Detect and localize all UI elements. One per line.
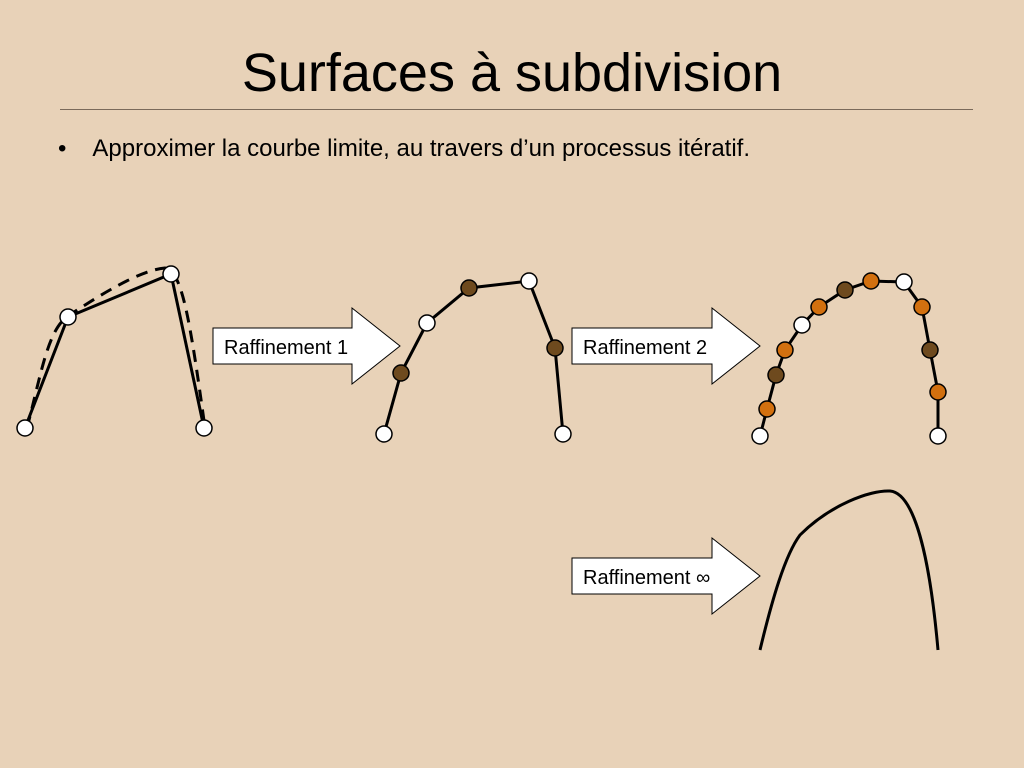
original-point (520, 272, 538, 290)
new-point-level-2 (758, 400, 776, 418)
stage-0-points (16, 265, 213, 437)
control-point (16, 419, 34, 437)
arrow-raffinement-infinity: Raffinement ∞ (571, 536, 761, 616)
arrow-shape (212, 306, 401, 386)
bullet-item: • Approximer la courbe limite, au traver… (58, 134, 750, 164)
slide-title: Surfaces à subdivision (241, 43, 783, 103)
original-point (793, 316, 811, 334)
arrow-shape (571, 306, 761, 386)
new-point-level-1 (836, 281, 854, 299)
arrow-label: Raffinement ∞ (583, 567, 710, 589)
new-point-level-2 (776, 341, 794, 359)
original-point (929, 427, 947, 445)
new-point (546, 339, 564, 357)
arrow-label: Raffinement 1 (224, 337, 348, 359)
bullet-marker: • (58, 135, 67, 162)
stage-1-polygon (382, 279, 565, 435)
original-point (895, 273, 913, 291)
new-point-level-2 (810, 298, 828, 316)
control-point (59, 308, 77, 326)
new-point-level-2 (862, 272, 880, 290)
control-polygon-line (23, 271, 206, 429)
stage-0-control-polygon (23, 266, 207, 429)
control-point (162, 265, 180, 283)
title-divider (60, 109, 973, 110)
bullet-text: Approximer la courbe limite, au travers … (92, 135, 751, 162)
new-point-level-1 (767, 366, 785, 384)
new-point (392, 364, 410, 382)
limit-curve-dashed (25, 266, 207, 429)
original-point (375, 425, 393, 443)
new-point (460, 279, 478, 297)
control-point (195, 419, 213, 437)
arrow-label: Raffinement 2 (583, 337, 707, 359)
stage-1-points (375, 272, 572, 443)
arrow-raffinement-1: Raffinement 1 (212, 306, 401, 386)
new-point-level-2 (929, 383, 947, 401)
new-point-level-1 (921, 341, 939, 359)
arrow-shape (571, 536, 761, 616)
arrow-raffinement-2: Raffinement 2 (571, 306, 761, 386)
stage-2-points (751, 272, 947, 445)
original-point (751, 427, 769, 445)
new-point-level-2 (913, 298, 931, 316)
original-point (554, 425, 572, 443)
original-point (418, 314, 436, 332)
limit-curve (758, 489, 940, 651)
stage-1-line (382, 279, 565, 435)
